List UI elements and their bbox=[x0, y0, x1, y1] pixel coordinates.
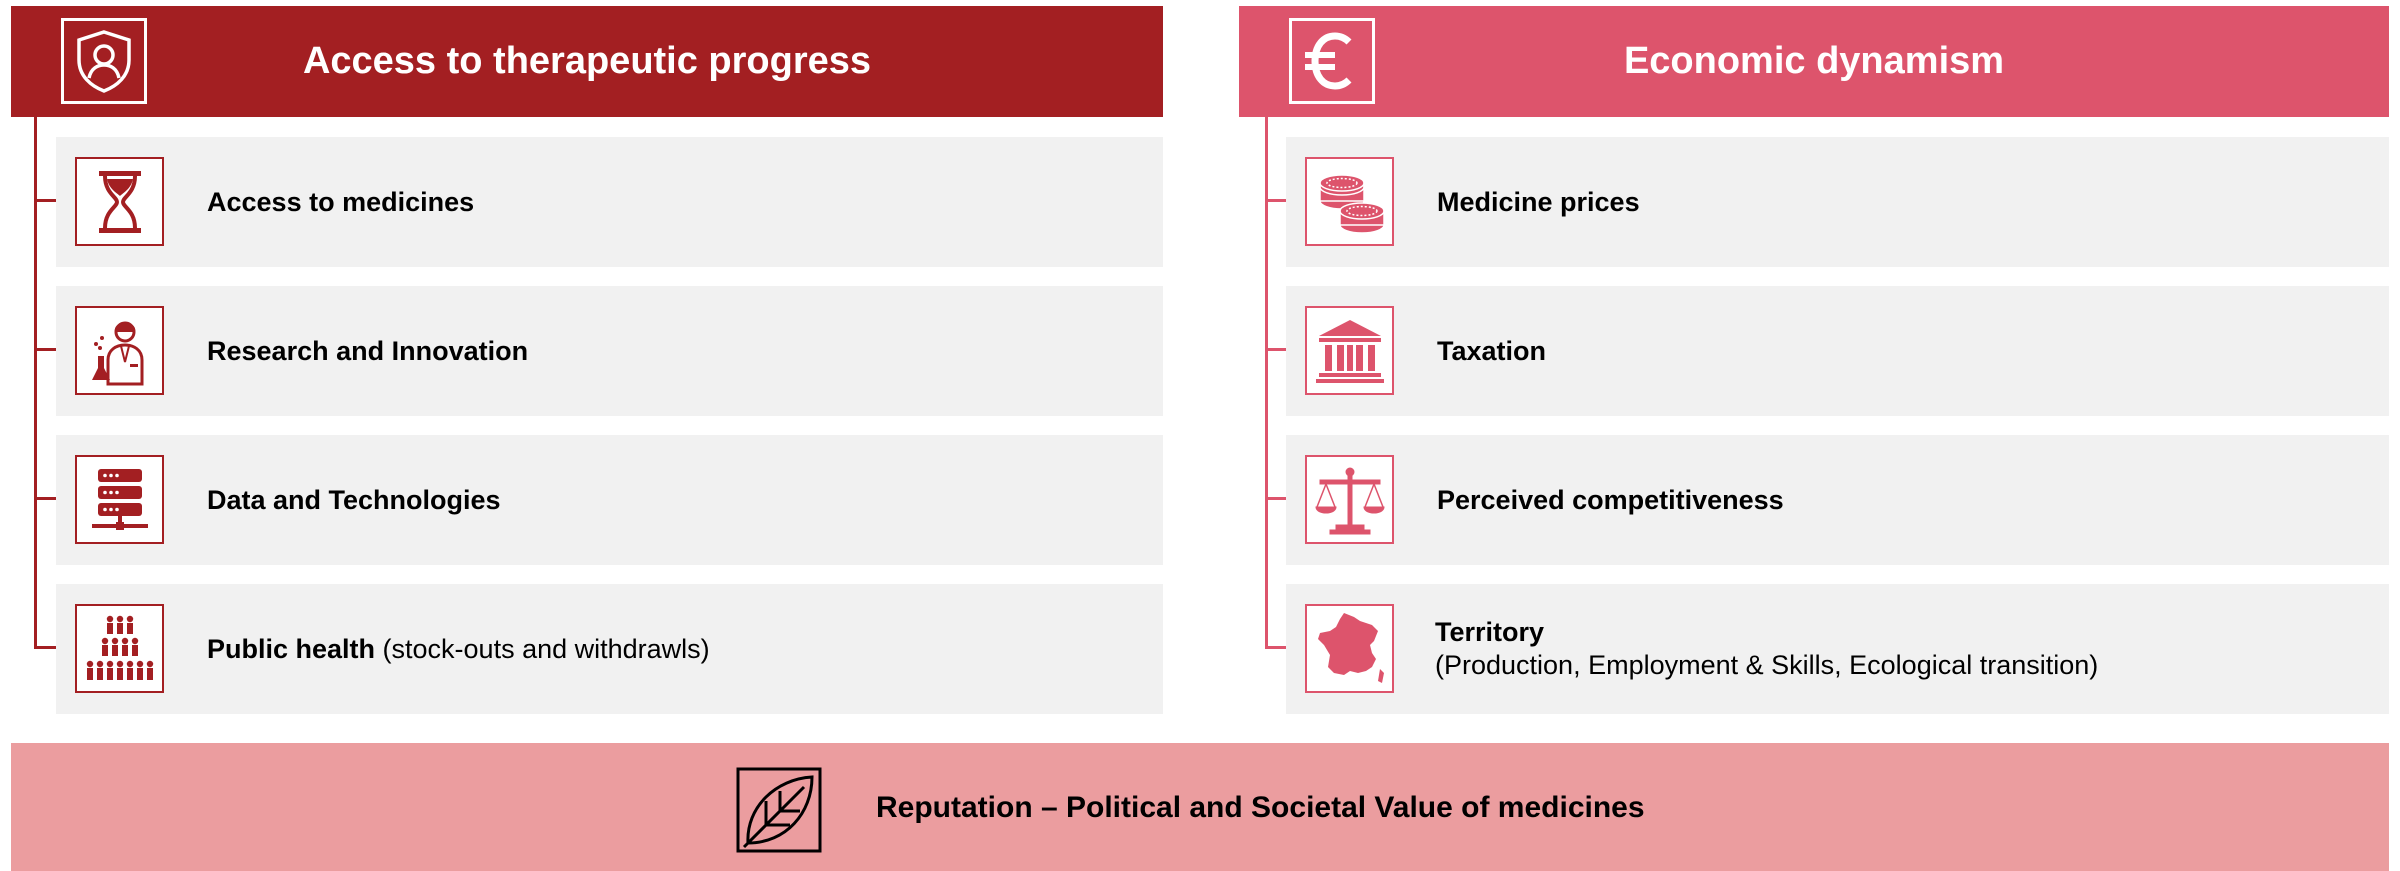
scales-icon bbox=[1305, 455, 1394, 544]
population-icon bbox=[75, 604, 164, 693]
server-icon bbox=[75, 455, 164, 544]
left-connector-line bbox=[34, 117, 37, 649]
list-item-taxation: Taxation bbox=[1286, 286, 2389, 416]
leaf-icon bbox=[736, 767, 822, 853]
list-item-data-technologies: Data and Technologies bbox=[56, 435, 1163, 565]
list-item-research-innovation: Research and Innovation bbox=[56, 286, 1163, 416]
left-connector-tick bbox=[34, 646, 57, 649]
reputation-banner: Reputation – Political and Societal Valu… bbox=[11, 743, 2389, 871]
shield-person-icon bbox=[61, 18, 147, 104]
item-label: Data and Technologies bbox=[207, 484, 501, 515]
list-item-access-to-medicines: Access to medicines bbox=[56, 137, 1163, 267]
right-connector-tick bbox=[1265, 199, 1288, 202]
left-connector-tick bbox=[34, 348, 57, 351]
item-label: Territory (Production, Employment & Skil… bbox=[1435, 617, 2099, 680]
left-panel-title: Access to therapeutic progress bbox=[302, 40, 872, 82]
right-connector-tick bbox=[1265, 646, 1288, 649]
hourglass-icon bbox=[75, 157, 164, 246]
item-label: Public health (stock-outs and withdrawls… bbox=[207, 633, 710, 664]
item-label: Research and Innovation bbox=[207, 335, 529, 366]
france-map-icon bbox=[1305, 604, 1394, 693]
institution-icon bbox=[1305, 306, 1394, 395]
list-item-public-health: Public health (stock-outs and withdrawls… bbox=[56, 584, 1163, 714]
item-label: Taxation bbox=[1437, 335, 1547, 366]
right-connector-line bbox=[1265, 117, 1268, 649]
left-panel-header: Access to therapeutic progress bbox=[11, 6, 1163, 117]
researcher-icon bbox=[75, 306, 164, 395]
item-label: Access to medicines bbox=[207, 186, 475, 217]
list-item-territory: Territory (Production, Employment & Skil… bbox=[1286, 584, 2389, 714]
right-panel-title: Economic dynamism bbox=[1623, 40, 2005, 82]
list-item-medicine-prices: Medicine prices bbox=[1286, 137, 2389, 267]
item-label: Medicine prices bbox=[1437, 186, 1640, 217]
left-connector-tick bbox=[34, 497, 57, 500]
right-connector-tick bbox=[1265, 348, 1288, 351]
right-panel-header: Economic dynamism bbox=[1239, 6, 2389, 117]
reputation-label: Reputation – Political and Societal Valu… bbox=[876, 791, 1645, 824]
list-item-competitiveness: Perceived competitiveness bbox=[1286, 435, 2389, 565]
right-connector-tick bbox=[1265, 497, 1288, 500]
euro-icon bbox=[1289, 18, 1375, 104]
left-connector-tick bbox=[34, 199, 57, 202]
coins-icon bbox=[1305, 157, 1394, 246]
item-label: Perceived competitiveness bbox=[1437, 484, 1784, 515]
